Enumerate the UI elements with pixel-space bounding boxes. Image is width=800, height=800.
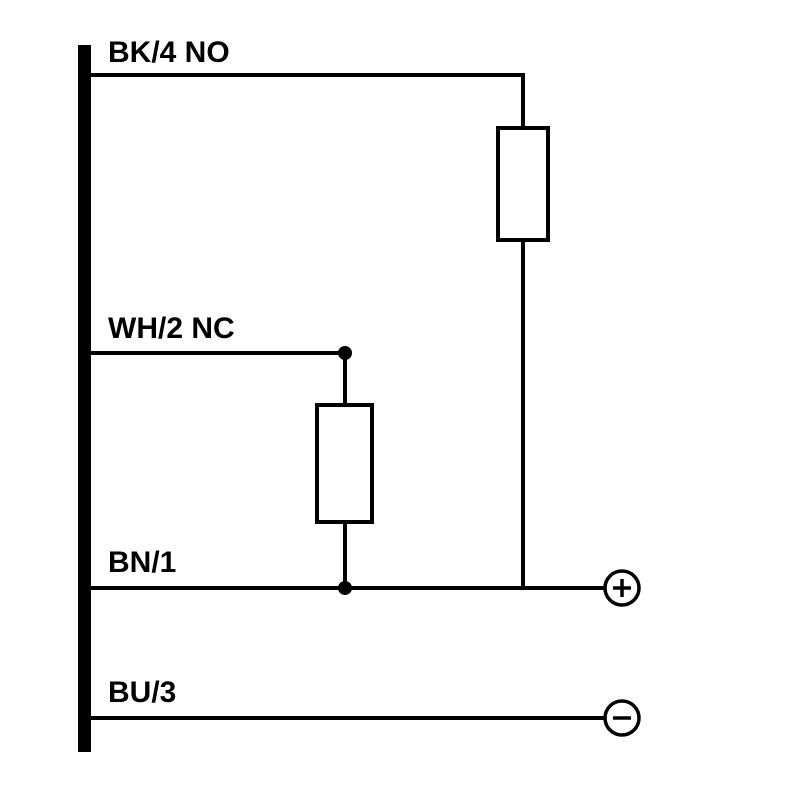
plus-icon [613,579,631,597]
wire-label-bn1: BN/1 [108,546,176,579]
load-resistor-wh2 [315,403,374,524]
load-resistor-bk4 [496,126,550,242]
plus-terminal [603,569,641,607]
wire-label-bu3: BU/3 [108,676,176,709]
wire-bk4-no [91,73,525,128]
wire-label-wh2-nc: WH/2 NC [108,312,235,345]
sensor-bus-bar [78,45,91,752]
minus-terminal [603,699,641,737]
wire-label-bk4-no: BK/4 NO [108,36,230,69]
